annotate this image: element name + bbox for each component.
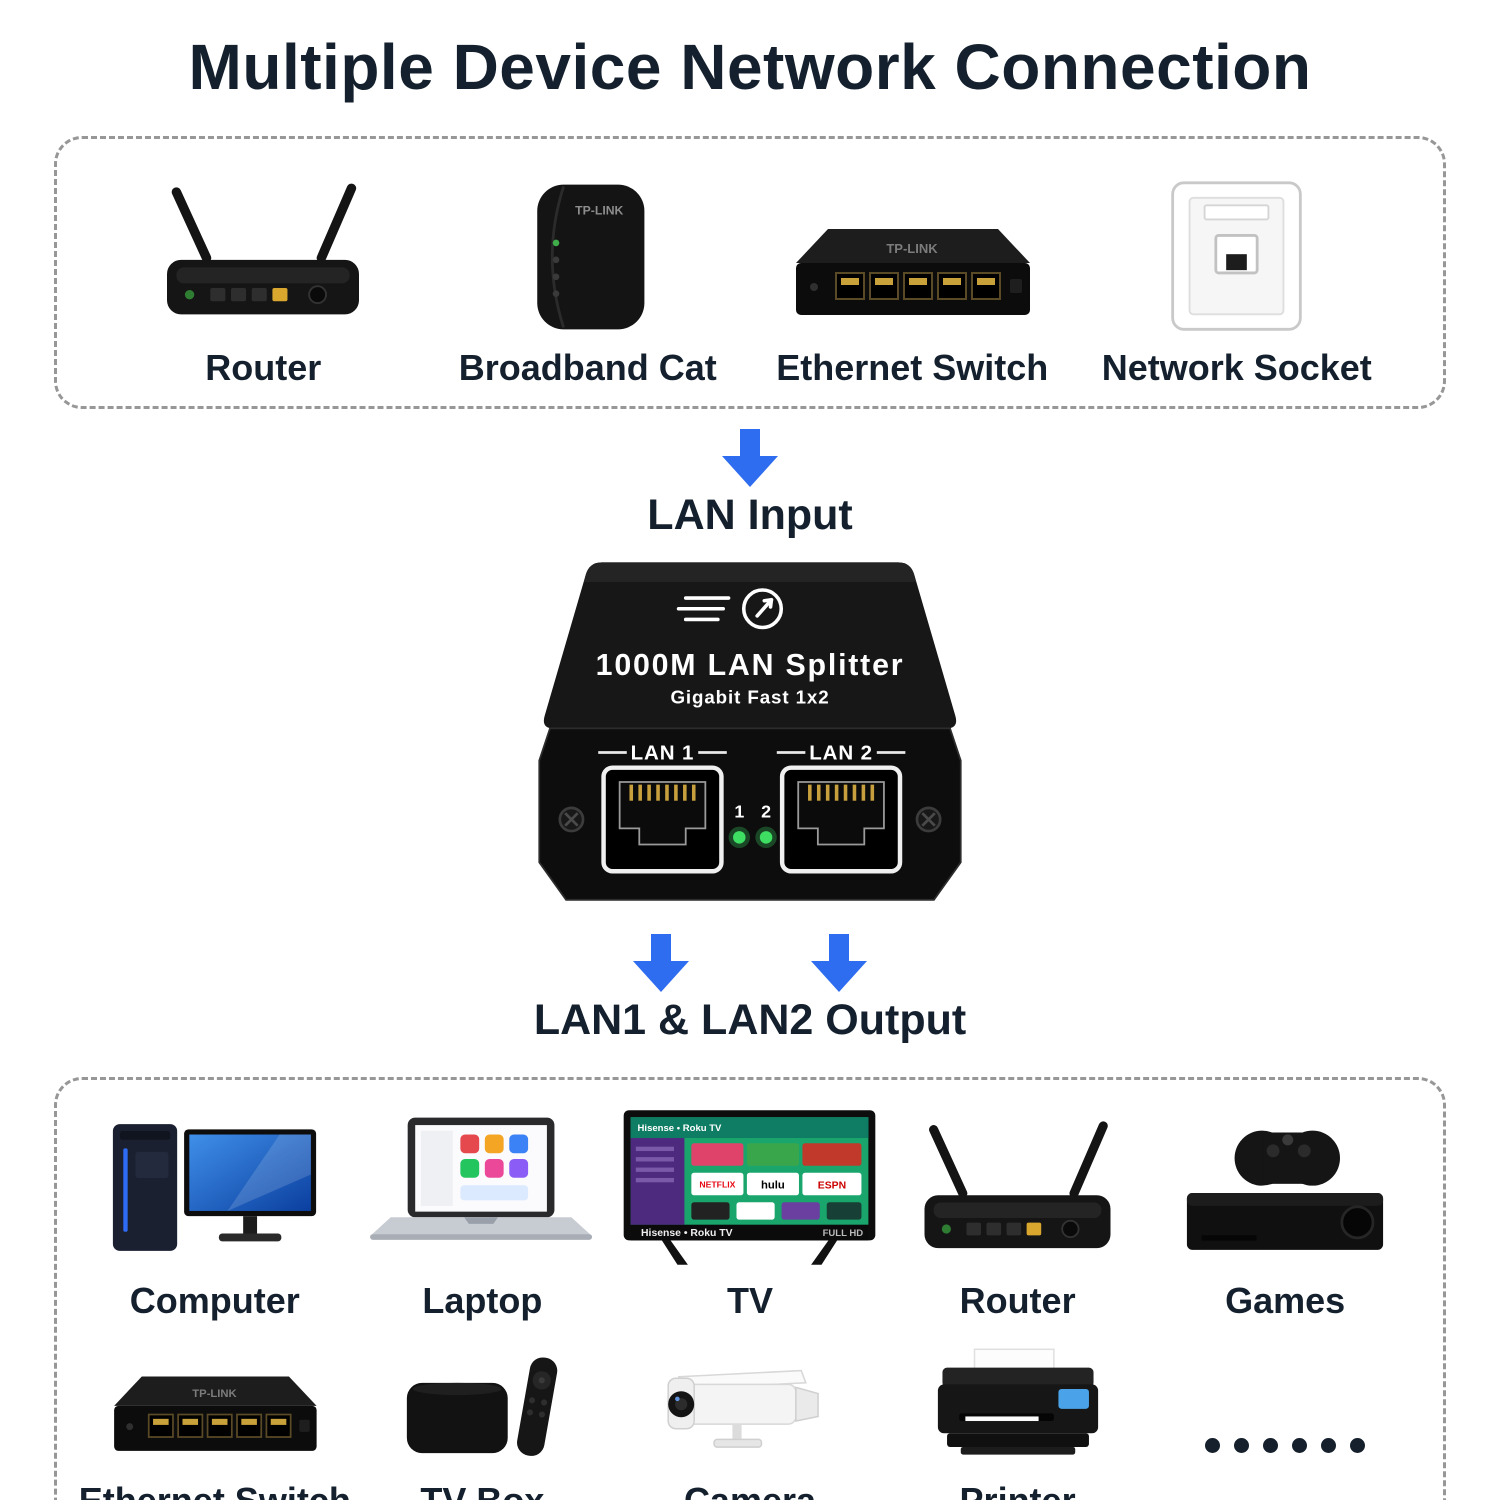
computer-icon [113,1124,317,1252]
device-label: TV Box [420,1480,544,1500]
device-label: Network Socket [1101,347,1372,388]
input-device-network-socket: Network Socket [1075,165,1400,388]
page-title: Multiple Device Network Connection [188,31,1312,103]
output-device-games: Games [1151,1102,1419,1321]
screw-icon [558,806,585,833]
led2-indicator-icon [755,826,777,849]
more-devices-image [1205,1379,1366,1500]
device-label: Router [959,1280,1076,1322]
router-image [150,165,376,337]
output-device-router: Router [884,1102,1152,1321]
output-device-printer: Printer [884,1338,1152,1500]
lan-output-flow: LAN1 & LAN2 Output [0,992,1500,1045]
lan-splitter-icon: 1000M LAN Splitter Gigabit Fast 1x2 LAN … [538,562,962,902]
switch-brand-text: TP-LINK [887,241,939,256]
modem-brand-text: TP-LINK [575,204,623,218]
router-image [908,1102,1127,1270]
lan-input-label: LAN Input [647,491,853,540]
output-device-computer: Computer [81,1102,349,1321]
device-label: Ethernet Switch [776,347,1049,388]
rj45-port-lan1-icon [601,765,724,874]
game-console-icon [1187,1131,1384,1251]
output-device-more [1151,1379,1419,1500]
device-label: Games [1225,1280,1346,1322]
device-label: Ethernet Switch [79,1480,351,1500]
lan1-output-arrow-icon [633,934,689,993]
laptop-image [355,1102,609,1270]
device-label: TV [726,1280,773,1322]
lan1-port-label: LAN 1 [631,742,695,765]
output-arrows [0,934,1500,993]
game-console-image [1161,1102,1409,1270]
tv-bottombar-text: Hisense • Roku TV [642,1228,734,1239]
output-device-tv-box: TV Box [349,1338,617,1500]
network-socket-image [1152,165,1321,337]
tv-app-hulu-text: hulu [762,1180,786,1192]
product-subtitle-text: Gigabit Fast 1x2 [670,687,829,708]
camera-image [639,1338,861,1470]
input-device-ethernet-switch: TP-LINK [750,165,1075,388]
switch-brand-text: TP-LINK [193,1388,238,1400]
device-label: Router [205,347,322,388]
tv-box-image [387,1338,578,1470]
lan-input-arrow-icon [722,429,778,488]
device-label: Computer [129,1280,300,1322]
laptop-icon [370,1117,593,1241]
led1-indicator-icon [728,826,750,849]
ethernet-switch-image: TP-LINK [102,1338,327,1470]
device-label: Laptop [422,1280,543,1322]
printer-image [915,1338,1121,1470]
led2-label: 2 [761,802,771,822]
lan-input-flow: LAN Input [0,409,1500,540]
tv-image: Hisense • Roku TV NETFLIX hulu [615,1102,884,1270]
input-devices-panel: Router TP-LINK Broadband Cat [54,136,1446,410]
input-device-router: Router [101,165,426,388]
output-devices-panel: Computer [54,1077,1446,1500]
output-devices-row-1: Computer [81,1102,1419,1321]
product-name-text: 1000M LAN Splitter [596,649,905,682]
router-icon [924,1121,1111,1249]
device-label: Camera [684,1480,816,1500]
network-socket-icon [1171,181,1303,331]
more-devices-dots [1205,1437,1366,1453]
speed-logo-icon [676,588,784,630]
device-label: Printer [960,1480,1076,1500]
tv-app-espn-text: ESPN [818,1181,846,1192]
input-devices-row: Router TP-LINK Broadband Cat [101,165,1399,388]
output-devices-row-2: TP-LINK [79,1338,1419,1500]
lan2-output-arrow-icon [811,934,867,993]
tv-app-netflix-text: NETFLIX [700,1180,736,1190]
modem-image: TP-LINK [494,165,682,337]
ethernet-switch-image: TP-LINK [782,165,1042,337]
output-device-tv: Hisense • Roku TV NETFLIX hulu [616,1102,884,1321]
lan-output-label: LAN1 & LAN2 Output [533,996,967,1045]
camera-icon [667,1369,819,1448]
ethernet-switch-icon: TP-LINK [796,229,1031,315]
device-label: Broadband Cat [458,347,717,388]
led1-label: 1 [734,802,744,822]
input-device-modem: TP-LINK Broadband Cat [426,165,751,388]
router-icon [167,183,360,315]
tv-box-icon [406,1357,558,1456]
lan2-port-label: LAN 2 [809,742,873,765]
tv-icon: Hisense • Roku TV NETFLIX hulu [624,1110,876,1266]
tv-fullhd-text: FULL HD [823,1228,864,1239]
output-device-ethernet-switch: TP-LINK [79,1338,351,1500]
modem-icon: TP-LINK [536,184,645,330]
output-device-laptop: Laptop [349,1102,617,1321]
lan-splitter-illustration: 1000M LAN Splitter Gigabit Fast 1x2 LAN … [0,548,1500,932]
ethernet-switch-icon: TP-LINK [114,1376,317,1451]
rj45-port-lan2-icon [779,765,903,874]
screw-icon [915,806,942,833]
computer-image [97,1102,332,1270]
output-device-camera: Camera [616,1338,884,1500]
tv-topbar-text: Hisense • Roku TV [638,1123,722,1134]
printer-icon [937,1348,1098,1455]
